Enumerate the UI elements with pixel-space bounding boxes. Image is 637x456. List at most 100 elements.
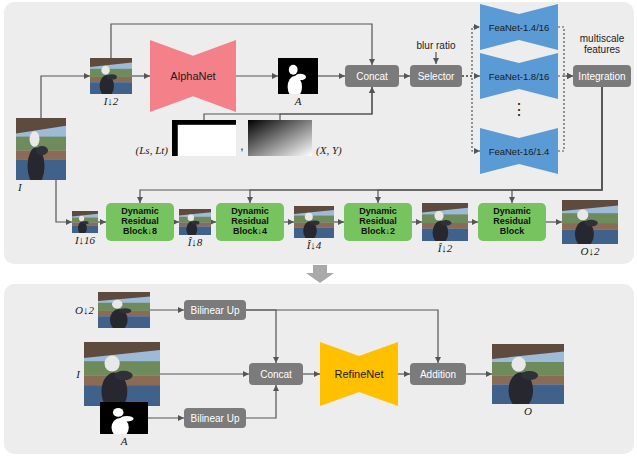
box-label: Selector xyxy=(418,71,455,82)
connector xyxy=(98,221,106,222)
box-label: Concat xyxy=(260,369,292,380)
image-thumbnail: I xyxy=(16,118,66,180)
free-label: , xyxy=(240,140,243,153)
process-box: Bilinear Up xyxy=(184,408,246,428)
hourglass-outline xyxy=(320,342,398,406)
image-label: I↓2 xyxy=(104,95,119,107)
connector xyxy=(558,27,573,76)
connector xyxy=(546,221,562,222)
box-label: FeaNet-1.4/16 xyxy=(489,22,550,33)
connector xyxy=(378,87,602,203)
process-box: Selector xyxy=(410,65,462,87)
connector xyxy=(462,27,480,76)
box-label: Bilinear Up xyxy=(191,305,240,316)
connector xyxy=(148,417,184,418)
image-thumbnail: Î↓2 xyxy=(422,203,468,241)
box-label: Integration xyxy=(578,71,625,82)
connector xyxy=(399,75,410,76)
box-label: AlphaNet xyxy=(170,70,215,82)
connector xyxy=(246,385,276,418)
box-label: Bilinear Up xyxy=(191,413,240,424)
image-picture xyxy=(492,344,564,404)
connector xyxy=(140,87,602,203)
hourglass-outline xyxy=(150,40,236,112)
hourglass-outline xyxy=(480,4,558,50)
image-label: I xyxy=(76,368,80,380)
image-picture xyxy=(278,58,318,94)
image-label: Î↓8 xyxy=(188,236,203,248)
connector xyxy=(303,373,320,374)
process-box: Concat xyxy=(345,65,399,87)
connector xyxy=(174,221,179,222)
network-block: FeaNet-16/1.4 xyxy=(480,128,558,174)
connector xyxy=(334,221,344,222)
connector xyxy=(150,309,184,310)
image-picture xyxy=(90,58,132,94)
image-label: (Ls, Lt) xyxy=(136,144,168,156)
connector xyxy=(462,76,480,151)
connector xyxy=(132,75,150,76)
residual-block: Dynamic Residual Block xyxy=(478,203,546,241)
image-label: O xyxy=(524,405,532,417)
image-picture xyxy=(562,200,618,244)
connector xyxy=(56,180,72,222)
process-box: Integration xyxy=(573,65,631,87)
box-label: Concat xyxy=(356,71,388,82)
image-label: (X, Y) xyxy=(316,144,342,156)
connector xyxy=(558,76,573,151)
residual-block: Dynamic Residual Block↓4 xyxy=(216,203,284,241)
connector xyxy=(398,373,410,374)
image-label: O↓2 xyxy=(581,245,600,257)
top-panel xyxy=(4,2,634,264)
image-thumbnail: A xyxy=(278,58,318,94)
connector xyxy=(41,76,90,118)
connector xyxy=(160,373,249,374)
image-picture xyxy=(84,342,160,406)
box-label: Dynamic Residual Block↓4 xyxy=(221,207,279,237)
bottom-panel xyxy=(4,284,634,454)
image-picture xyxy=(179,209,211,235)
blur-ratio-leader xyxy=(435,52,436,64)
image-picture xyxy=(248,120,312,156)
connector xyxy=(466,373,492,374)
image-thumbnail: O↓2 xyxy=(98,292,150,328)
network-block: FeaNet-1.4/16 xyxy=(480,4,558,50)
free-label: multiscale features xyxy=(572,33,632,55)
box-label: RefineNet xyxy=(335,368,384,380)
image-label: A xyxy=(295,95,302,107)
network-block: AlphaNet xyxy=(150,40,236,112)
box-label: FeaNet-1.8/16 xyxy=(489,71,550,82)
image-picture xyxy=(172,120,236,156)
network-block: RefineNet xyxy=(320,342,398,406)
connector xyxy=(558,75,573,76)
image-label: Î↓4 xyxy=(307,239,322,251)
process-box: Concat xyxy=(249,363,303,385)
image-label: A xyxy=(121,435,128,447)
image-thumbnail: (X, Y) xyxy=(248,120,312,156)
process-box: Bilinear Up xyxy=(184,300,246,320)
image-label: I xyxy=(18,181,22,193)
connector xyxy=(318,75,345,76)
connector xyxy=(246,310,276,363)
image-picture xyxy=(72,211,98,233)
image-label: O↓2 xyxy=(75,304,94,316)
image-thumbnail: A xyxy=(100,402,148,434)
image-picture xyxy=(16,118,66,180)
image-picture xyxy=(100,402,148,434)
image-thumbnail: Î↓4 xyxy=(294,206,334,238)
connector xyxy=(284,221,294,222)
image-thumbnail: Î↓8 xyxy=(179,209,211,235)
image-picture xyxy=(294,206,334,238)
image-thumbnail: (Ls, Lt) xyxy=(172,120,236,156)
image-label: Î↓2 xyxy=(438,242,453,254)
box-label: Dynamic Residual Block xyxy=(483,207,541,237)
image-picture xyxy=(98,292,150,328)
image-thumbnail: O↓2 xyxy=(562,200,618,244)
process-box: Addition xyxy=(410,363,466,385)
box-label: FeaNet-16/1.4 xyxy=(489,146,550,157)
stage-arrow xyxy=(306,265,334,283)
free-label: blur ratio xyxy=(417,40,456,51)
box-label: Dynamic Residual Block↓2 xyxy=(349,207,407,237)
connector xyxy=(468,221,478,222)
hourglass-outline xyxy=(480,128,558,174)
